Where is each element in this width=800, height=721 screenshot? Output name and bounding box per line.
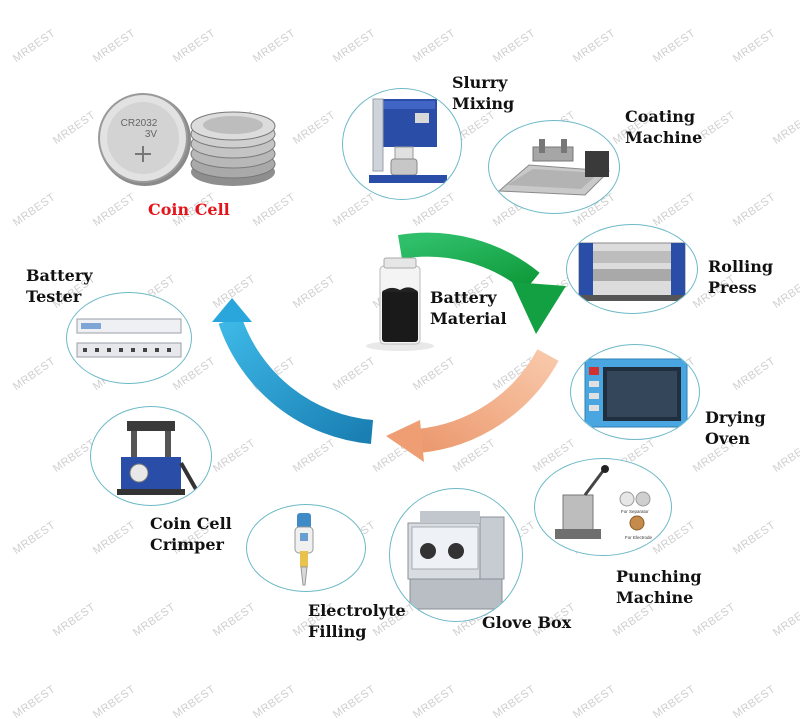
node-coating-machine [488,120,620,214]
center-label: Battery Material [430,288,507,328]
arrow-peach [386,349,559,462]
arrow-green [398,232,566,334]
node-coin-cell-crimper [90,406,212,506]
node-punching-machine: For Separator For Electrode [534,458,672,556]
label-glove-box: Glove Box [482,613,572,632]
node-electrolyte-filling [246,504,366,592]
label-slurry-mixing: Slurry Mixing [452,73,515,113]
node-glove-box [389,488,523,622]
node-slurry-mixing [342,88,462,200]
punch-sub-label-electrode: For Electrode [625,535,653,540]
label-rolling-press: Rolling Press [708,257,774,297]
label-drying-oven: Drying Oven [705,408,766,448]
label-coating-machine: Coating Machine [625,107,703,147]
label-battery-tester: Battery Tester [26,266,93,306]
node-battery-tester [66,292,192,384]
punch-sub-label-separator: For Separator [621,509,649,514]
label-punching-machine: Punching Machine [616,567,702,607]
label-electrolyte-filling: Electrolyte Filling [308,601,406,641]
arrow-blue [212,298,374,444]
cycle-arrows [212,232,566,462]
label-coin-cell-crimper: Coin Cell Crimper [150,514,232,554]
node-rolling-press [566,224,698,314]
coin-cell-label: Coin Cell [148,200,230,219]
node-drying-oven [570,344,700,440]
battery-material-jar [360,252,440,352]
coin-stack [190,111,276,186]
